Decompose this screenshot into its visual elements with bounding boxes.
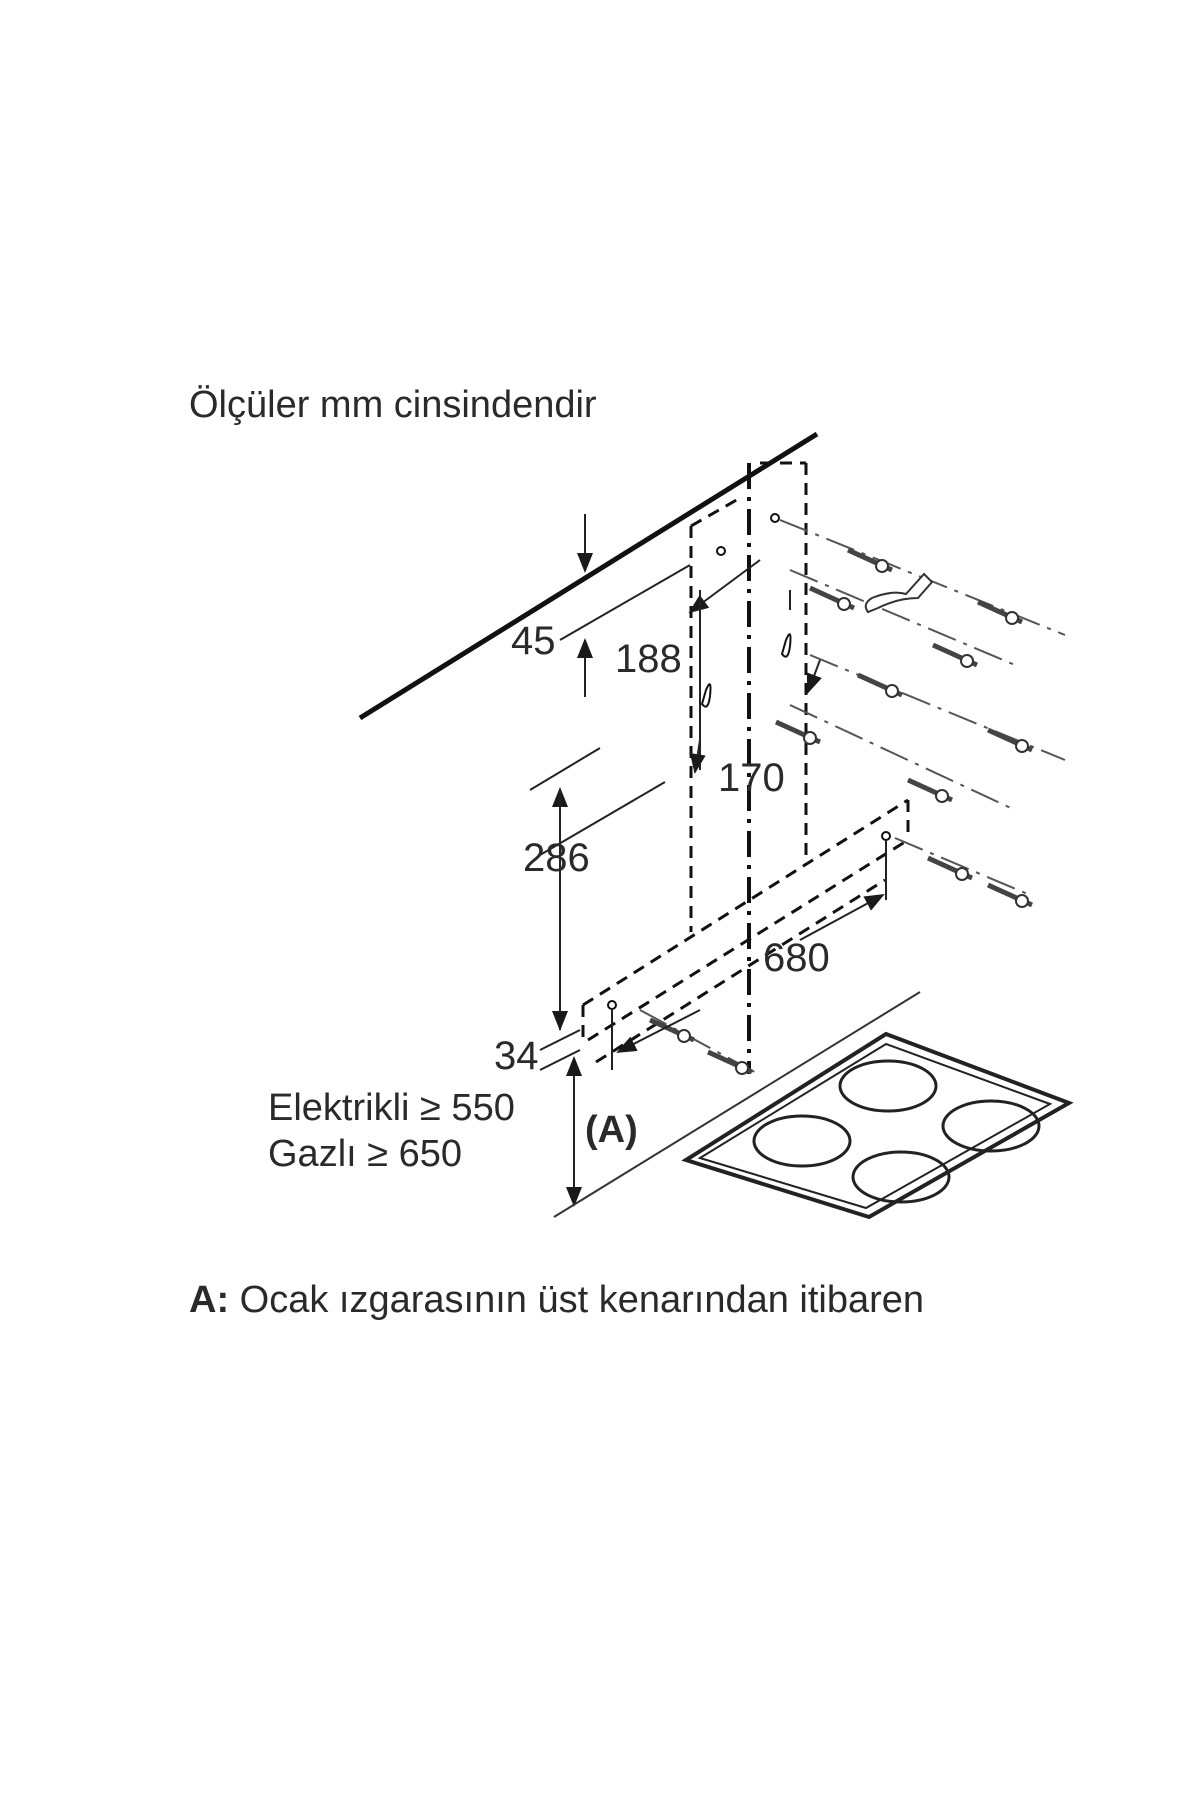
dim-170: 170 <box>718 756 785 800</box>
title: Ölçüler mm cinsindendir <box>189 384 597 426</box>
mounting-holes <box>607 513 891 1010</box>
dim-188: 188 <box>615 637 682 681</box>
burner <box>851 1150 951 1204</box>
dim-34: 34 <box>494 1034 539 1078</box>
dim-680: 680 <box>763 936 830 980</box>
dimension-lines <box>529 514 887 1207</box>
caption: A: Ocak ızgarasının üst kenarından itiba… <box>189 1279 924 1321</box>
hob <box>681 1031 1074 1220</box>
caption-key: A: <box>189 1279 229 1321</box>
ceiling-line <box>358 431 819 721</box>
marker-a: (A) <box>585 1109 638 1151</box>
screws <box>650 550 1032 1074</box>
burner <box>838 1059 938 1113</box>
burner <box>752 1114 852 1168</box>
dim-286: 286 <box>523 836 590 880</box>
burner <box>941 1099 1041 1153</box>
worktop-edge <box>553 991 921 1218</box>
caption-text: Ocak ızgarasının üst kenarından itibaren <box>229 1279 924 1321</box>
dim-45: 45 <box>511 619 556 663</box>
hood-outline <box>581 798 910 1064</box>
electric-clearance: Elektrikli ≥ 550 <box>268 1087 515 1129</box>
hook-bracket <box>864 572 934 614</box>
gas-clearance: Gazlı ≥ 650 <box>268 1133 462 1175</box>
screw-axes <box>639 519 1066 1076</box>
